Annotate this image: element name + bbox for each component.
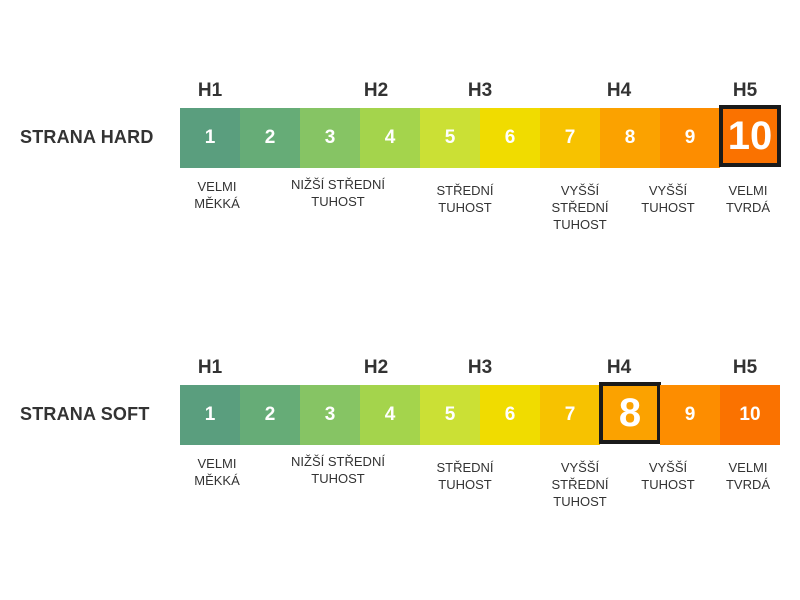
- description-line: NIŽŠÍ STŘEDNÍ: [291, 454, 385, 469]
- scale-cell-1: 1: [180, 108, 240, 168]
- description-very-hard: VELMI TVRDÁ: [693, 182, 800, 216]
- description-medium: STŘEDNÍ TUHOST: [410, 182, 520, 216]
- description-line: VYŠŠÍ: [648, 460, 688, 475]
- description-line: VYŠŠÍ: [560, 183, 600, 198]
- hardness-panel-hard: H1 H2 H3 H4 H5 STRANA HARD 1 2 3 4 5 6 7…: [0, 78, 800, 258]
- description-upper-medium: VYŠŠÍ STŘEDNÍ TUHOST: [525, 182, 635, 233]
- description-line: STŘEDNÍ: [436, 460, 494, 475]
- scale-cell-3: 3: [300, 385, 360, 445]
- description-lower-medium: NIŽŠÍ STŘEDNÍ TUHOST: [283, 176, 393, 210]
- scale-cell-1: 1: [180, 385, 240, 445]
- scale-cell-2: 2: [240, 108, 300, 168]
- description-very-hard: VELMI TVRDÁ: [693, 459, 800, 493]
- scale-cell-6: 6: [480, 108, 540, 168]
- description-line: TUHOST: [641, 200, 695, 215]
- description-line: VELMI: [197, 456, 237, 471]
- description-line: TUHOST: [438, 200, 492, 215]
- scale-cell-2: 2: [240, 385, 300, 445]
- scale-cell-9: 9: [660, 385, 720, 445]
- description-line: MĚKKÁ: [194, 473, 240, 488]
- h-label: H4: [606, 80, 632, 101]
- scale-cell-5: 5: [420, 108, 480, 168]
- description-line: VELMI: [728, 460, 768, 475]
- scale-cell-7: 7: [540, 108, 600, 168]
- description-line: TUHOST: [438, 477, 492, 492]
- scale-cell-3: 3: [300, 108, 360, 168]
- side-title: STRANA SOFT: [20, 404, 150, 424]
- hardness-scale: 1 2 3 4 5 6 7 8 9 10: [180, 382, 780, 445]
- h-label: H1: [197, 357, 223, 378]
- description-line: STŘEDNÍ: [551, 200, 609, 215]
- h-label: H3: [467, 357, 493, 378]
- h-label: H4: [606, 357, 632, 378]
- description-line: TVRDÁ: [725, 200, 771, 215]
- description-line: MĚKKÁ: [194, 196, 240, 211]
- description-higher: VYŠŠÍ TUHOST: [613, 182, 723, 216]
- description-line: TUHOST: [553, 494, 607, 509]
- h-label: H1: [197, 80, 223, 101]
- description-higher: VYŠŠÍ TUHOST: [613, 459, 723, 493]
- h-label: H5: [732, 357, 758, 378]
- description-line: TUHOST: [311, 471, 365, 486]
- description-lower-medium: NIŽŠÍ STŘEDNÍ TUHOST: [283, 453, 393, 487]
- h-label: H5: [732, 80, 758, 101]
- scale-cell-5: 5: [420, 385, 480, 445]
- description-line: TUHOST: [311, 194, 365, 209]
- scale-cell-10: 10: [719, 105, 781, 167]
- h-label: H2: [363, 357, 389, 378]
- scale-cell-9: 9: [660, 108, 720, 168]
- scale-cell-4: 4: [360, 385, 420, 445]
- description-line: VYŠŠÍ: [648, 183, 688, 198]
- hardness-scale: 1 2 3 4 5 6 7 8 9 10: [180, 105, 781, 168]
- h-label: H2: [363, 80, 389, 101]
- scale-cell-7: 7: [540, 385, 600, 445]
- description-line: TUHOST: [553, 217, 607, 232]
- scale-cell-10: 10: [720, 385, 780, 445]
- scale-cell-4: 4: [360, 108, 420, 168]
- description-line: VELMI: [728, 183, 768, 198]
- description-very-soft: VELMI MĚKKÁ: [162, 455, 272, 489]
- description-upper-medium: VYŠŠÍ STŘEDNÍ TUHOST: [525, 459, 635, 510]
- description-line: STŘEDNÍ: [436, 183, 494, 198]
- description-line: TUHOST: [641, 477, 695, 492]
- description-line: STŘEDNÍ: [551, 477, 609, 492]
- scale-cell-8: 8: [599, 382, 661, 444]
- description-line: VYŠŠÍ: [560, 460, 600, 475]
- hardness-panel-soft: H1 H2 H3 H4 H5 STRANA SOFT 1 2 3 4 5 6 7…: [0, 355, 800, 535]
- description-line: TVRDÁ: [725, 477, 771, 492]
- scale-cell-8: 8: [600, 108, 660, 168]
- side-title: STRANA HARD: [20, 127, 154, 147]
- description-line: NIŽŠÍ STŘEDNÍ: [291, 177, 385, 192]
- h-label: H3: [467, 80, 493, 101]
- description-medium: STŘEDNÍ TUHOST: [410, 459, 520, 493]
- scale-cell-6: 6: [480, 385, 540, 445]
- description-line: VELMI: [197, 179, 237, 194]
- description-very-soft: VELMI MĚKKÁ: [162, 178, 272, 212]
